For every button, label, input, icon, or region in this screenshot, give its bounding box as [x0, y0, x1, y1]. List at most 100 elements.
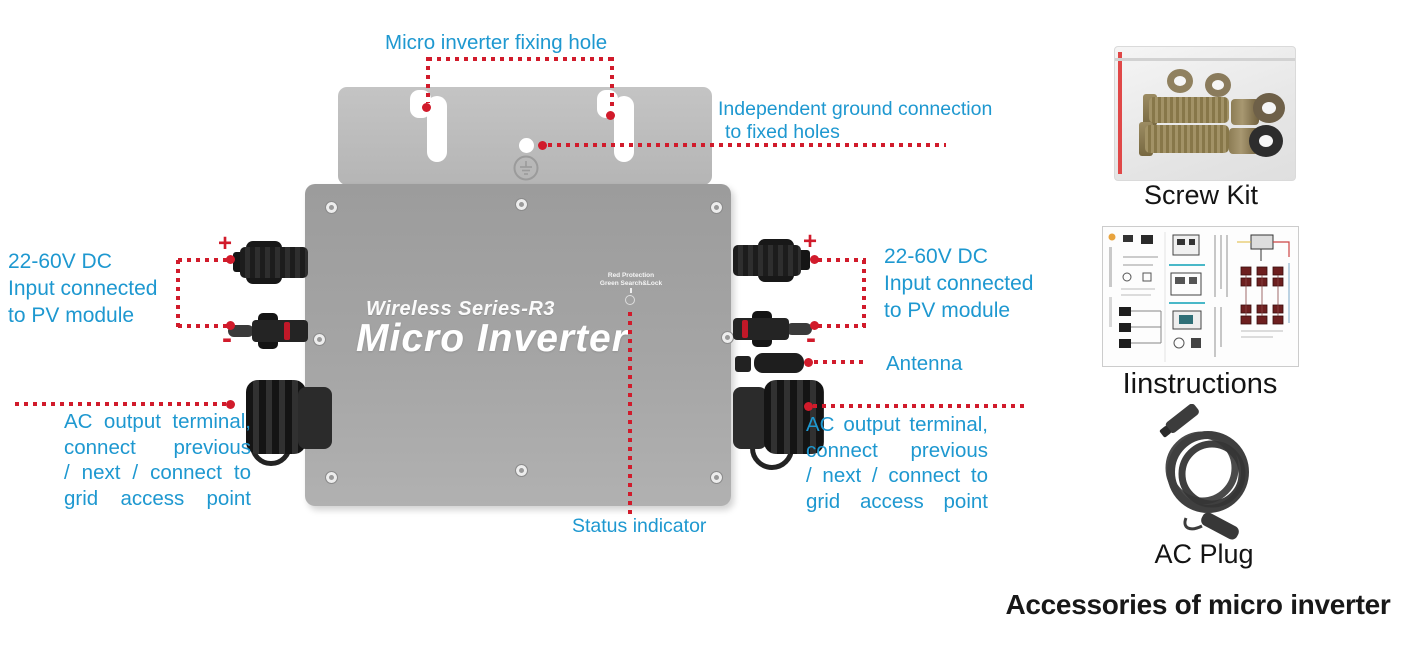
leader-dot-dc-left-plus	[226, 255, 235, 264]
led-tick	[630, 288, 632, 293]
dc-connector-negative-right-pin	[786, 323, 812, 335]
label-dc-input-right: 22-60V DC Input connected to PV module	[884, 243, 1033, 324]
leader-dot-antenna	[804, 358, 813, 367]
screw-bottom-center	[515, 464, 528, 477]
dc-connector-negative-left-ring	[284, 322, 290, 340]
label-ac-left-line2: connect previous	[64, 435, 251, 459]
screw-bottom-left	[325, 471, 338, 484]
leader-ac-right	[813, 404, 1027, 408]
screw-kit-figure	[1114, 46, 1296, 181]
brand-name: Micro Inverter	[356, 317, 628, 360]
washer-black	[1249, 125, 1283, 157]
leader-antenna	[814, 360, 866, 364]
label-fixing-hole: Micro inverter fixing hole	[385, 31, 608, 54]
screw-bolt-1	[1149, 97, 1229, 123]
fixing-hole-left-slot	[427, 96, 447, 162]
minus-sign-left: -	[222, 322, 232, 355]
leader-fixing-hole-right	[610, 57, 614, 111]
ac-terminal-left-nut	[246, 380, 306, 454]
leader-dot-fixing-left	[422, 103, 431, 112]
brand-series: Wireless Series-R3	[366, 298, 555, 320]
label-ground-line1: Independent ground connection	[718, 98, 993, 120]
led-caption-line1: Red Protection	[607, 272, 655, 279]
screw-mid-left	[313, 333, 326, 346]
label-dc-left-line1: 22-60V DC	[8, 250, 112, 273]
washer-small-1	[1167, 69, 1193, 93]
label-dc-input-left: 22-60V DC Input connected to PV module	[8, 248, 157, 329]
screw-bottom-right	[710, 471, 723, 484]
bag-red-strip	[1118, 52, 1122, 174]
screw-top-center	[515, 198, 528, 211]
label-ground-line2: to fixed holes	[725, 121, 840, 143]
ground-hole	[519, 138, 534, 153]
leader-status-indicator	[628, 312, 632, 514]
washer-bronze	[1253, 93, 1285, 123]
dc-connector-negative-left-body	[252, 320, 308, 342]
instructions-figure	[1102, 226, 1299, 367]
label-dc-right-line1: 22-60V DC	[884, 245, 988, 268]
leader-fixing-hole-left	[426, 57, 430, 103]
plus-sign-right: +	[803, 228, 818, 255]
ac-terminal-right-nut	[764, 380, 824, 454]
antenna-rod	[754, 353, 804, 373]
screw-kit-label: Screw Kit	[1143, 180, 1259, 210]
instructions-label: Iinstructions	[1122, 368, 1278, 400]
leader-dc-left-bottom	[178, 324, 228, 328]
led-caption-line2: Green Search&Lock	[599, 279, 663, 287]
ac-plug-figure	[1159, 404, 1249, 540]
dc-connector-positive-right-body	[733, 245, 801, 276]
label-ac-right-line2: connect previous	[806, 438, 988, 462]
led-caption: Red Protection Green Search&Lock	[589, 272, 673, 287]
label-dc-left-line3: to PV module	[8, 304, 135, 327]
label-ac-output-right: AC output terminal, connect previous / n…	[806, 412, 988, 514]
minus-sign-right: -	[806, 322, 816, 355]
washer-small-2	[1205, 73, 1231, 97]
instructions-page-art	[1108, 232, 1290, 362]
leader-ac-left	[15, 402, 227, 406]
leader-dot-dc-right-plus	[810, 255, 819, 264]
leader-dot-fixing-right	[606, 111, 615, 120]
leader-fixing-hole-top	[428, 57, 614, 61]
label-ac-left-line3: / next / connect to	[64, 461, 251, 484]
leader-dot-dc-left-minus	[226, 321, 235, 330]
leader-dot-dc-right-minus	[810, 321, 819, 330]
bag-seal-line	[1115, 58, 1295, 61]
label-ac-output-left: AC output terminal, connect previous / n…	[64, 409, 251, 511]
leader-dc-right-bottom	[818, 324, 866, 328]
ac-plug-label: AC Plug	[1154, 539, 1254, 569]
leader-dot-ground	[538, 141, 547, 150]
leader-dc-left-top	[178, 258, 228, 262]
dc-connector-positive-left-body	[240, 247, 308, 278]
leader-dc-right-top	[818, 258, 866, 262]
antenna-rod-base	[735, 356, 751, 372]
label-dc-right-line3: to PV module	[884, 299, 1011, 322]
ac-terminal-left-collar	[298, 387, 332, 449]
dc-connector-negative-right-ring	[742, 320, 748, 338]
label-ac-left-line1: AC output terminal,	[64, 410, 251, 433]
status-led	[625, 295, 635, 305]
label-dc-left-line2: Input connected	[8, 277, 158, 300]
dc-connector-negative-left-pin	[228, 325, 254, 337]
label-ac-right-line3: / next / connect to	[806, 464, 988, 487]
leader-dot-ac-right	[804, 402, 813, 411]
fixing-hole-right-slot	[614, 96, 634, 162]
inverter-body: Wireless Series-R3 Micro Inverter Red Pr…	[305, 184, 734, 506]
screw-bolt-2	[1145, 125, 1229, 153]
screw-top-left	[325, 201, 338, 214]
label-ac-right-line4: grid access point	[806, 489, 988, 513]
leader-dot-ac-left	[226, 400, 235, 409]
label-status-indicator: Status indicator	[572, 515, 707, 537]
label-antenna: Antenna	[886, 352, 963, 375]
ac-terminal-right-collar	[733, 387, 767, 449]
leader-ground	[548, 143, 946, 147]
leader-dc-right-bracket	[862, 260, 866, 328]
ground-symbol-icon	[513, 155, 539, 181]
plus-sign-left: +	[218, 230, 233, 257]
label-ac-right-line1: AC output terminal,	[806, 413, 988, 436]
mounting-plate	[338, 87, 712, 185]
label-dc-right-line2: Input connected	[884, 272, 1034, 295]
leader-dc-left-bracket	[176, 260, 180, 328]
label-ac-left-line4: grid access point	[64, 486, 251, 510]
accessories-title: Accessories of micro inverter	[1005, 589, 1391, 620]
